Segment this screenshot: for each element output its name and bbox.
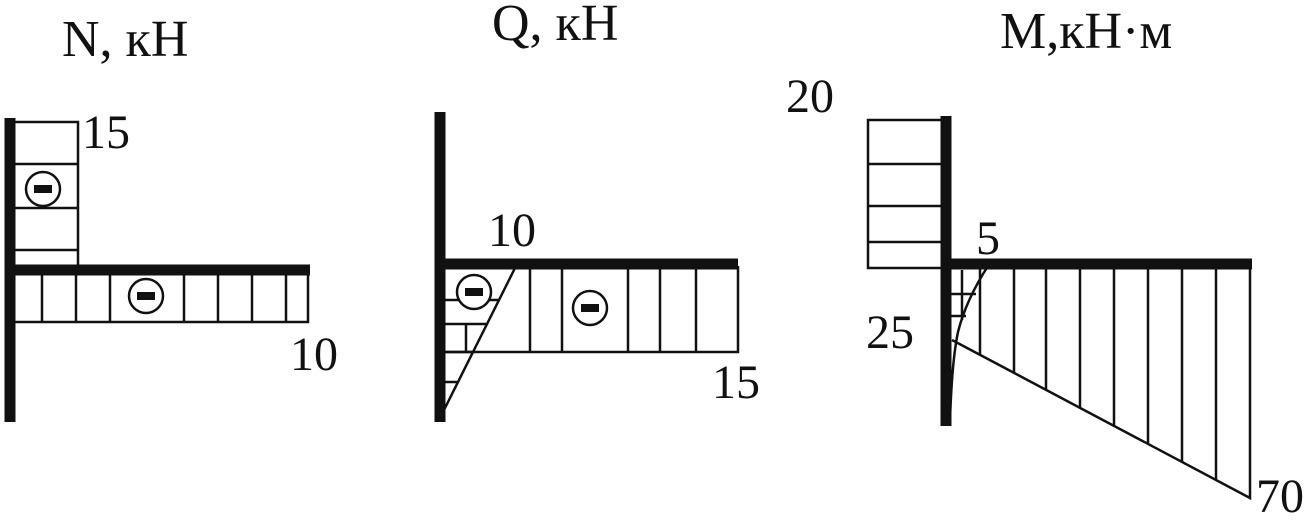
q-beam-sign [571, 289, 609, 327]
m-column-block [866, 118, 946, 270]
m-beam-end-value: 70 [1256, 470, 1304, 521]
n-column-block [10, 120, 80, 268]
q-diagram: Q, кН 10 [434, 0, 760, 422]
m-joint-value: 5 [976, 212, 1000, 265]
n-column-sign [24, 170, 62, 208]
q-beam-block [440, 266, 740, 354]
q-beam-value: 15 [712, 356, 760, 409]
minus-sign-icon [34, 185, 52, 193]
n-beam-block [10, 272, 310, 324]
n-beam-sign [127, 277, 165, 315]
q-diagram-title: Q, кН [492, 0, 618, 52]
n-diagram: N, кН 15 [4, 11, 338, 422]
m-diagram: M,кН·м 20 [786, 3, 1304, 521]
q-column-value: 10 [488, 204, 536, 257]
q-column-sign [455, 273, 493, 311]
minus-sign-icon [137, 292, 155, 300]
m-diagram-title: M,кН·м [1000, 3, 1172, 60]
minus-sign-icon [581, 304, 599, 312]
n-beam-value: 10 [290, 328, 338, 381]
m-column-curve [946, 265, 990, 421]
m-column-bottom-value: 25 [866, 306, 914, 359]
n-diagram-title: N, кН [62, 11, 188, 68]
n-column-value: 15 [82, 106, 130, 159]
minus-sign-icon [465, 288, 483, 296]
m-beam-triangle [951, 266, 1252, 501]
m-column-top-value: 20 [786, 70, 834, 123]
